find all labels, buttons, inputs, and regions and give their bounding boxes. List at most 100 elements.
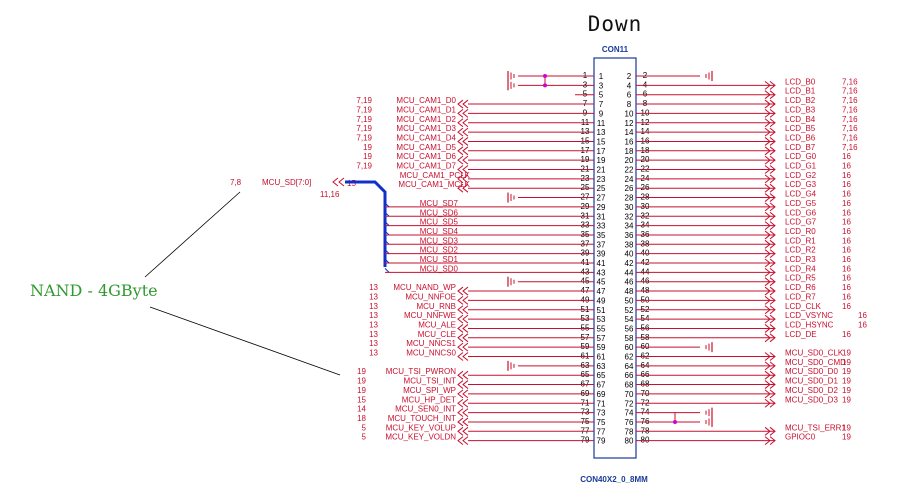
net-label: LCD_B5	[785, 124, 816, 133]
offpage-connector-icon	[764, 99, 776, 109]
offpage-connector-icon	[764, 258, 776, 268]
offpage-connector-icon	[764, 380, 776, 389]
pin-number: 49	[597, 296, 606, 305]
net-label: MCU_NNCS0	[406, 349, 456, 358]
bus-offpage-arrow	[332, 177, 345, 187]
pin-number: 53	[597, 315, 606, 324]
pin-number: 43	[597, 268, 606, 277]
pin-number: 16	[625, 137, 634, 146]
net-label: LCD_R6	[785, 283, 816, 292]
junction-dot	[543, 83, 547, 88]
pin-number: 39	[597, 250, 606, 259]
net-label: LCD_R0	[785, 227, 816, 236]
net-label: MCU_SD0_CLK	[785, 349, 844, 358]
nand-annotation: NAND - 4GByte	[30, 281, 158, 300]
net-ref: 16	[842, 292, 851, 301]
pin-number: 22	[625, 166, 634, 175]
pin-number: 28	[625, 194, 634, 203]
offpage-connector-icon	[457, 314, 469, 324]
pin-number: 72	[625, 399, 634, 408]
pin-number: 9	[599, 109, 604, 118]
pin-number: 71	[597, 399, 606, 408]
net-ref: 7,16	[842, 115, 858, 124]
net-label: LCD_G1	[785, 162, 817, 171]
net-ref: 19	[357, 367, 366, 376]
pin-number: 58	[625, 334, 634, 343]
pin-number: 8	[627, 100, 632, 109]
net-label: MCU_RNB	[416, 302, 456, 311]
net-ref: 16	[842, 264, 851, 273]
net-label: MCU_CAM1_D6	[396, 152, 456, 161]
offpage-connector-icon	[457, 389, 469, 399]
pin-number: 10	[625, 109, 634, 118]
net-ref: 19	[842, 423, 851, 432]
net-label: MCU_TSI_ERR1	[785, 423, 846, 432]
net-ref: 13	[369, 339, 378, 348]
net-ref: 7,16	[842, 96, 858, 105]
net-ref: 7,19	[356, 105, 372, 114]
net-label: LCD_DE	[785, 330, 817, 339]
pin-number: 52	[625, 306, 634, 315]
page-title: Down	[587, 12, 643, 36]
offpage-connector-icon	[764, 211, 776, 221]
bus-entry	[384, 211, 390, 217]
offpage-connector-icon	[457, 155, 469, 165]
pin-number: 25	[597, 184, 606, 193]
net-ref: 19	[842, 367, 851, 376]
net-label: MCU_CAM1_D1	[396, 105, 456, 114]
net-ref: 14	[357, 405, 366, 414]
pin-number: 44	[625, 268, 634, 277]
net-label: MCU_SD1	[420, 255, 459, 264]
offpage-connector-icon	[457, 165, 469, 174]
offpage-connector-icon	[457, 305, 469, 315]
offpage-connector-icon	[457, 174, 469, 184]
net-ref: 16	[842, 236, 851, 245]
offpage-connector-icon	[457, 296, 469, 305]
net-label: MCU_SEN0_INT	[395, 405, 456, 414]
pin-number: 36	[625, 231, 634, 240]
net-label: LCD_R7	[785, 292, 816, 301]
net-label: MCU_SD2	[420, 246, 459, 255]
pin-number: 62	[625, 353, 634, 362]
net-ref: 19	[357, 377, 366, 386]
pin-number: 57	[597, 334, 606, 343]
bus-line	[345, 180, 387, 267]
pin-number: 19	[597, 156, 606, 165]
pin-number: 45	[597, 278, 606, 287]
net-label: GPIOC0	[785, 433, 816, 442]
net-ref: 13	[369, 330, 378, 339]
net-label: LCD_G5	[785, 199, 817, 208]
offpage-connector-icon	[764, 305, 776, 315]
net-ref: 7,16	[842, 105, 858, 114]
offpage-connector-icon	[764, 361, 776, 371]
annotation-lines	[144, 191, 341, 376]
net-label: MCU_SD3	[420, 236, 459, 245]
offpage-connector-icon	[764, 174, 776, 184]
pin-number: 21	[597, 166, 606, 175]
net-ref: 19	[842, 349, 851, 358]
pin-number: 29	[597, 203, 606, 212]
net-ref: 16	[842, 162, 851, 171]
pin-number: 78	[625, 427, 634, 436]
net-ref: 13	[369, 311, 378, 320]
offpage-connector-icon	[457, 333, 469, 343]
offpage-connector-icon	[764, 155, 776, 165]
offpage-connector-icon	[764, 324, 776, 333]
net-ref: 7,16	[842, 133, 858, 142]
offpage-connector-icon	[457, 146, 469, 156]
pin-number: 55	[597, 324, 606, 333]
net-label: MCU_NNFWE	[404, 311, 456, 320]
pin-number: 54	[625, 315, 634, 324]
net-ref: 16	[842, 283, 851, 292]
offpage-connector-icon	[457, 398, 469, 408]
net-label: MCU_CAM1_D3	[396, 124, 456, 133]
pin-number: 3	[599, 81, 604, 90]
net-label: LCD_G6	[785, 208, 817, 217]
pin-number: 46	[625, 278, 634, 287]
junction-dot	[543, 74, 547, 78]
net-ref: 19	[842, 433, 851, 442]
net-label: LCD_HSYNC	[785, 320, 834, 329]
offpage-connector-icon	[457, 137, 469, 146]
pin-number: 38	[625, 240, 634, 249]
offpage-connector-icon	[764, 267, 776, 277]
